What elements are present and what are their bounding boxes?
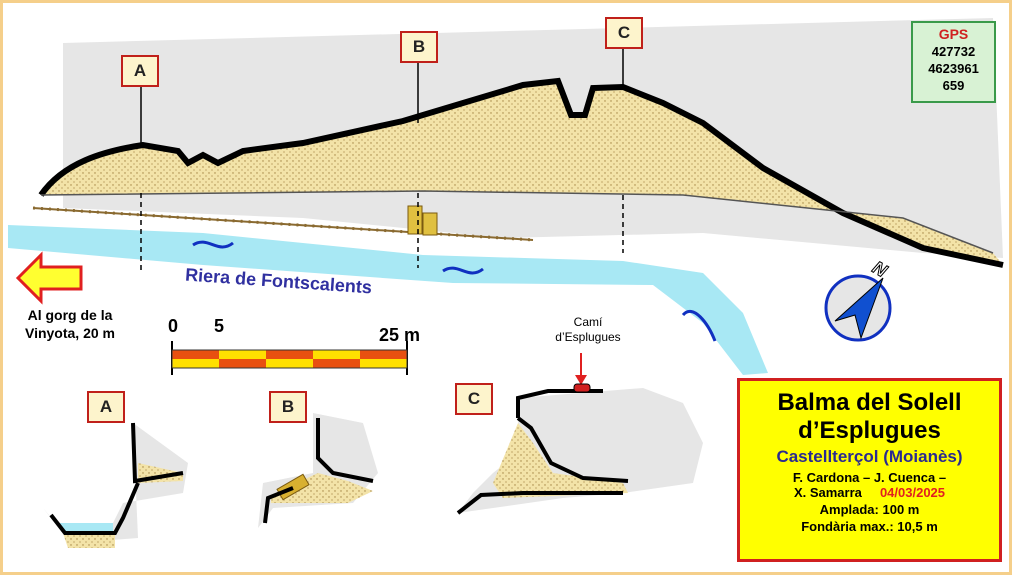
section-a-rock (43, 423, 188, 543)
arrow-note: Al gorg de la Vinyota, 20 m (24, 307, 115, 341)
cave-width: Amplada: 100 m (819, 502, 920, 517)
section-label-b: B (269, 391, 307, 423)
cave-name-line2: d’Esplugues (798, 417, 941, 444)
authors-line2: X. Samarra (793, 485, 862, 500)
cave-survey-drawing (8, 18, 1004, 548)
scale-0: 0 (168, 316, 179, 336)
boulder (422, 212, 438, 236)
section-label-c: C (455, 383, 493, 415)
river (8, 225, 768, 375)
cave-roof-line (38, 77, 1004, 268)
gps-x: 427732 (931, 44, 976, 59)
section-a-outline (49, 422, 184, 535)
scale-5: 5 (214, 316, 225, 336)
scale-bar (171, 341, 408, 375)
survey-date: 04/03/2025 (879, 485, 946, 500)
direction-arrow-icon (15, 251, 83, 305)
gps-y: 4623961 (928, 61, 979, 76)
sediment-floor (41, 81, 1003, 265)
section-label-a: A (87, 391, 125, 423)
scale-25: 25 m (379, 325, 421, 345)
section-marker-a: A (121, 55, 159, 87)
title-box: Balma del Solell d’Esplugues Castellterç… (737, 378, 1002, 562)
north-compass-icon (824, 274, 892, 342)
gps-box: GPS 427732 4623961 659 (911, 21, 996, 103)
gps-label: GPS (938, 26, 969, 42)
gps-z: 659 (942, 78, 965, 93)
cave-depth: Fondària max.: 10,5 m (801, 519, 938, 534)
section-b-sediment (271, 473, 373, 503)
car-icon (573, 383, 591, 393)
path-label: Camí d’Esplugues (555, 315, 621, 344)
ledge-line (32, 207, 534, 241)
floor-line (40, 190, 994, 254)
location: Castellterçol (Moianès) (776, 447, 963, 466)
section-marker-b: B (400, 31, 438, 63)
boulder (407, 205, 423, 235)
section-a-sediment (63, 463, 183, 548)
authors-line1: F. Cardona – J. Cuenca – (792, 470, 947, 485)
section-b-outline (263, 418, 374, 524)
flow-arrows (192, 240, 717, 342)
section-marker-c: C (605, 17, 643, 49)
cave-name-line1: Balma del Solell (777, 389, 962, 416)
